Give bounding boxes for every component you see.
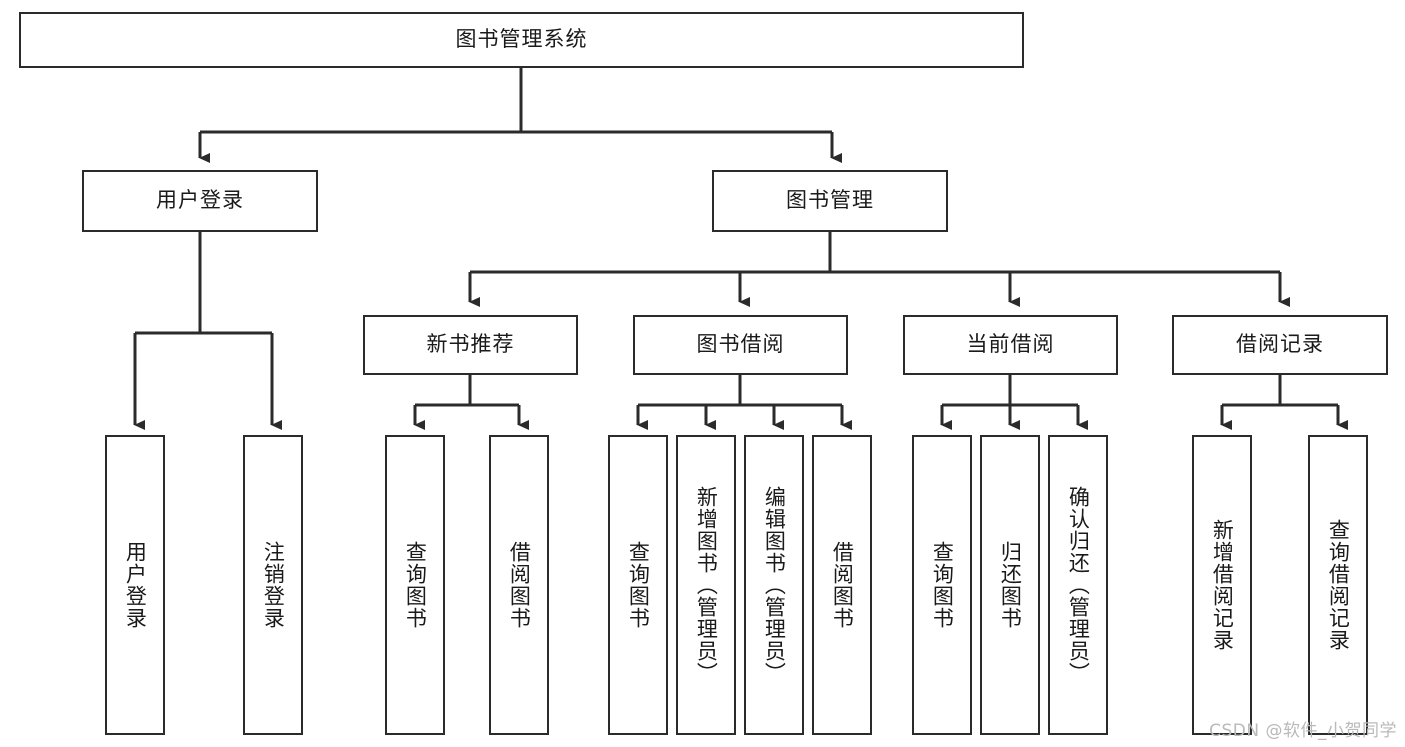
node-book-borrow[interactable]: 图书借阅	[633, 315, 848, 375]
node-leaf-confirm-return[interactable]: 确认归还（管理员）	[1048, 435, 1108, 735]
node-leaf-query-book-borrow[interactable]: 查询图书	[608, 435, 668, 735]
node-leaf-borrow-book[interactable]: 借阅图书	[812, 435, 872, 735]
node-new-book-rec[interactable]: 新书推荐	[363, 315, 578, 375]
node-leaf-add-record[interactable]: 新增借阅记录	[1192, 435, 1252, 735]
node-current-borrow[interactable]: 当前借阅	[903, 315, 1118, 375]
node-root-label: 图书管理系统	[455, 27, 588, 52]
node-leaf-borrow-book-label: 借阅图书	[830, 541, 855, 629]
node-current-borrow-label: 当前借阅	[966, 332, 1055, 357]
node-leaf-query-book-current[interactable]: 查询图书	[912, 435, 972, 735]
node-leaf-borrow-book-rec-label: 借阅图书	[507, 541, 532, 629]
node-book-manage-label: 图书管理	[786, 188, 874, 213]
node-leaf-edit-book[interactable]: 编辑图书（管理员）	[744, 435, 804, 735]
node-new-book-rec-label: 新书推荐	[426, 332, 515, 357]
node-leaf-logout-label: 注销登录	[261, 541, 286, 629]
watermark: CSDN @软件_小贺同学	[1209, 721, 1397, 741]
node-leaf-confirm-return-label: 确认归还（管理员）	[1066, 486, 1091, 684]
node-leaf-add-book-label: 新增图书（管理员）	[694, 486, 719, 684]
node-leaf-query-record-label: 查询借阅记录	[1326, 519, 1351, 651]
node-book-manage[interactable]: 图书管理	[712, 170, 948, 232]
node-leaf-logout[interactable]: 注销登录	[243, 435, 303, 735]
node-leaf-return-book[interactable]: 归还图书	[980, 435, 1040, 735]
node-leaf-query-book-borrow-label: 查询图书	[626, 541, 651, 629]
node-leaf-query-book-rec-label: 查询图书	[403, 541, 428, 629]
node-book-borrow-label: 图书借阅	[696, 332, 785, 357]
node-leaf-add-book[interactable]: 新增图书（管理员）	[676, 435, 736, 735]
node-leaf-user-login[interactable]: 用户登录	[105, 435, 165, 735]
node-borrow-record[interactable]: 借阅记录	[1172, 315, 1388, 375]
node-user-login[interactable]: 用户登录	[82, 170, 318, 232]
node-leaf-query-book-current-label: 查询图书	[930, 541, 955, 629]
node-leaf-add-record-label: 新增借阅记录	[1210, 519, 1235, 651]
node-leaf-query-record[interactable]: 查询借阅记录	[1308, 435, 1368, 735]
node-leaf-edit-book-label: 编辑图书（管理员）	[762, 486, 787, 684]
node-leaf-query-book-rec[interactable]: 查询图书	[385, 435, 445, 735]
node-leaf-user-login-label: 用户登录	[123, 541, 148, 629]
node-leaf-return-book-label: 归还图书	[998, 541, 1023, 629]
node-borrow-record-label: 借阅记录	[1236, 332, 1324, 357]
node-root[interactable]: 图书管理系统	[19, 12, 1024, 68]
node-leaf-borrow-book-rec[interactable]: 借阅图书	[489, 435, 549, 735]
node-user-login-label: 用户登录	[156, 188, 244, 213]
